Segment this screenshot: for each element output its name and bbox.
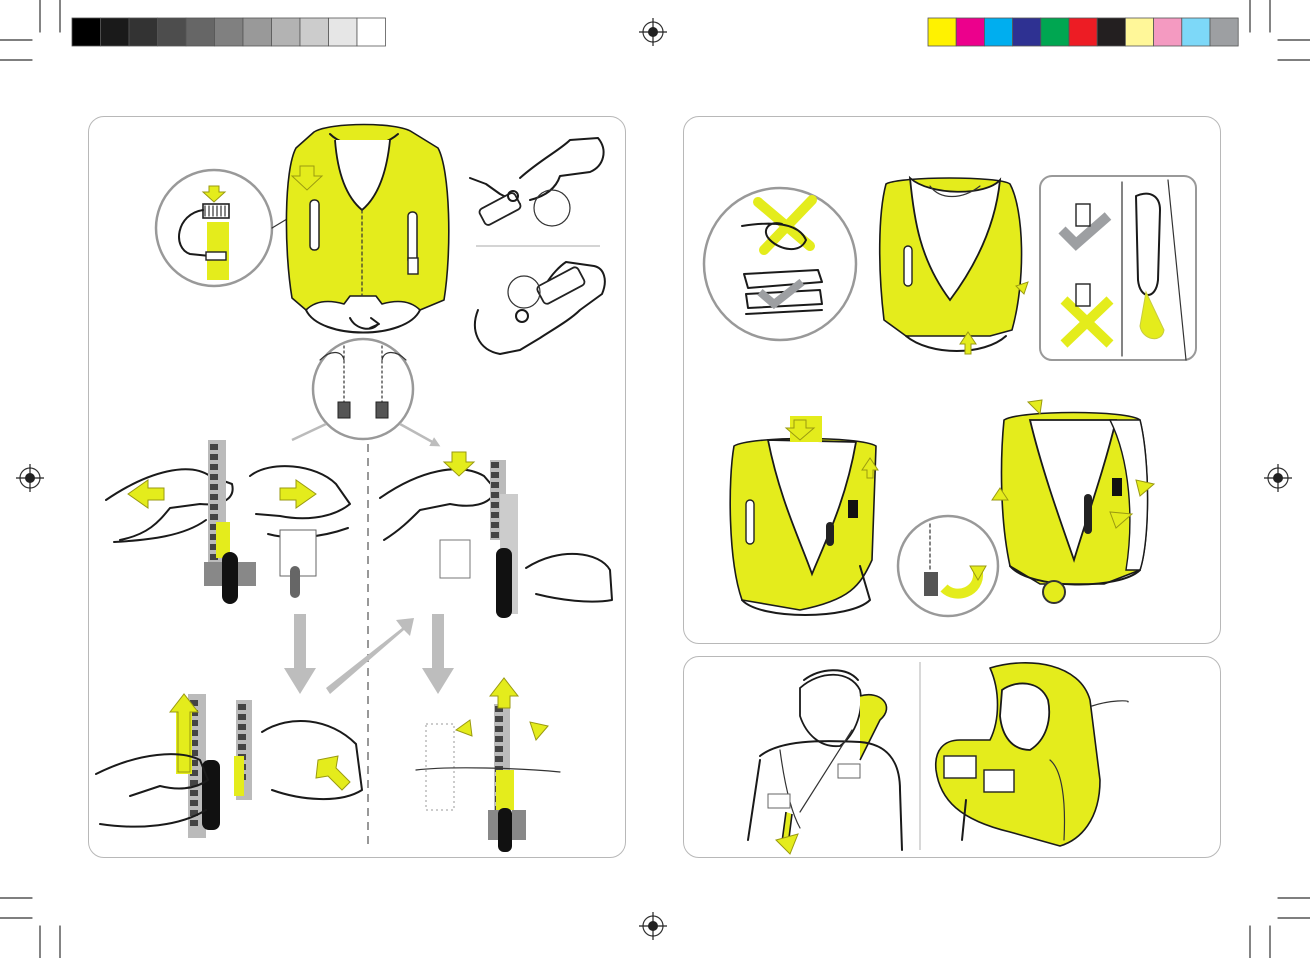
vest-packing-view-right [992, 400, 1154, 603]
zip-close-step [96, 694, 362, 838]
zip-separate-step [106, 440, 350, 604]
donning-inflated [936, 663, 1128, 846]
vest-front-view [286, 125, 448, 333]
cylinder-orientation-detail [1040, 176, 1196, 360]
vest-folding-view [880, 178, 1028, 354]
zip-lock-detail-circle [898, 516, 998, 616]
folding-method-circle [704, 188, 856, 340]
donning-pull-toggle [748, 670, 902, 854]
gas-cylinder-check [470, 138, 605, 354]
direction-arrow-icon [284, 614, 454, 694]
cord-detail-circle [156, 170, 272, 286]
zip-pull-detail-circle [313, 339, 413, 439]
zip-finish-step [416, 678, 560, 852]
zip-insert-step [380, 452, 612, 618]
vest-packing-view-left [730, 416, 878, 615]
